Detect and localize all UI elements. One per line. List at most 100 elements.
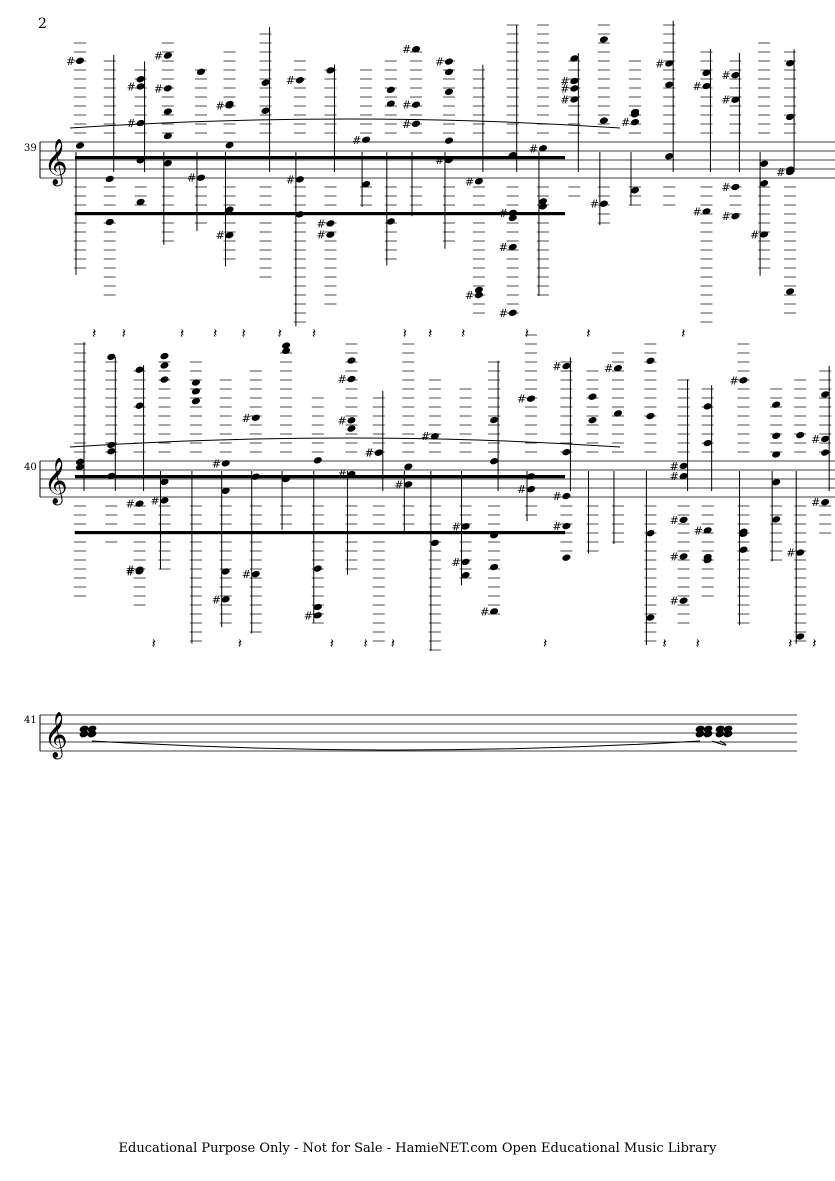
notehead [221,460,230,467]
notehead [411,120,421,127]
sharp-icon: # [126,498,135,511]
notehead [796,431,805,439]
rest-icon: 𝄽 [812,636,816,652]
notehead [562,362,571,370]
notehead [490,608,499,615]
notehead [490,563,499,571]
rest-icon: 𝄽 [543,636,547,652]
notehead [163,160,172,167]
notehead [474,178,483,185]
notehead [79,730,89,738]
notehead [160,478,169,485]
notehead [191,388,200,395]
measure-number-39: 39 [24,143,37,154]
notehead [75,463,85,471]
staff-system: 𝄞 [39,712,797,760]
beam [75,156,565,160]
sharp-icon: # [286,173,295,186]
notehead [163,52,172,59]
sharp-icon: # [480,605,489,618]
notehead [386,218,395,225]
notehead [731,213,740,220]
notehead [772,516,781,523]
sharp-icon: # [150,494,159,507]
notehead [646,530,655,537]
sharp-icon: # [552,520,561,533]
sharp-icon: # [216,99,225,112]
notehead [723,730,733,738]
measure-number-40: 40 [24,462,37,473]
notehead [362,136,371,143]
notehead [630,108,640,116]
rest-icon: 𝄽 [213,326,217,342]
notehead [630,118,640,126]
sharp-icon: # [352,134,361,147]
notehead [760,160,769,167]
notehead [444,88,454,96]
sharp-icon: # [452,521,461,534]
notehead [221,596,230,603]
sharp-icon: # [517,393,526,406]
notehead [444,68,454,76]
notehead [703,439,712,447]
sharp-icon: # [421,430,430,443]
notehead [160,352,169,360]
notehead [163,85,172,92]
notehead [326,220,335,227]
notehead [75,57,85,64]
sharp-icon: # [316,229,325,242]
notehead [821,435,830,443]
notehead [135,366,144,373]
notehead [135,568,144,575]
notehead [703,403,712,410]
notehead [703,730,713,738]
sharp-icon: # [66,55,75,68]
rest-icon: 𝄽 [330,636,334,652]
notehead [613,410,623,417]
notehead [347,357,356,364]
sharp-icon: # [621,116,630,129]
notehead [87,725,97,733]
sharp-icon: # [127,80,136,93]
rest-icon: 𝄽 [238,636,242,652]
notehead [196,68,206,75]
sharp-icon: # [670,550,679,563]
notehead [461,572,470,579]
notehead [261,107,270,114]
sharp-icon: # [590,198,599,211]
sharp-icon: # [560,93,569,106]
notehead [313,612,322,619]
sharp-icon: # [776,166,785,179]
notehead [695,725,705,733]
notehead [386,100,395,107]
notehead [508,214,517,222]
notehead [135,402,144,409]
footer-notice: Educational Purpose Only - Not for Sale … [118,1141,717,1156]
notehead [474,286,483,294]
rest-icon: 𝄽 [525,326,529,342]
notehead [723,725,733,733]
notehead [313,565,322,572]
notehead [538,203,548,210]
notehead [461,558,470,566]
notehead [75,458,85,466]
sharp-icon: # [529,142,538,155]
treble-clef-icon: 𝄞 [44,139,68,187]
sharp-icon: # [402,99,411,112]
rest-icon: 𝄽 [312,326,316,342]
notehead [772,432,781,439]
sharp-icon: # [154,50,163,63]
sharp-icon: # [670,460,679,473]
sharp-icon: # [729,374,738,387]
notehead [679,462,688,470]
notehead [490,416,499,424]
notehead [191,379,200,386]
notehead [430,433,439,440]
notehead [703,527,712,534]
notehead [570,77,579,85]
sharp-icon: # [435,56,444,69]
sharp-icon: # [499,241,508,254]
notehead [326,67,335,74]
sharp-icon: # [242,412,251,425]
notehead [163,108,172,115]
